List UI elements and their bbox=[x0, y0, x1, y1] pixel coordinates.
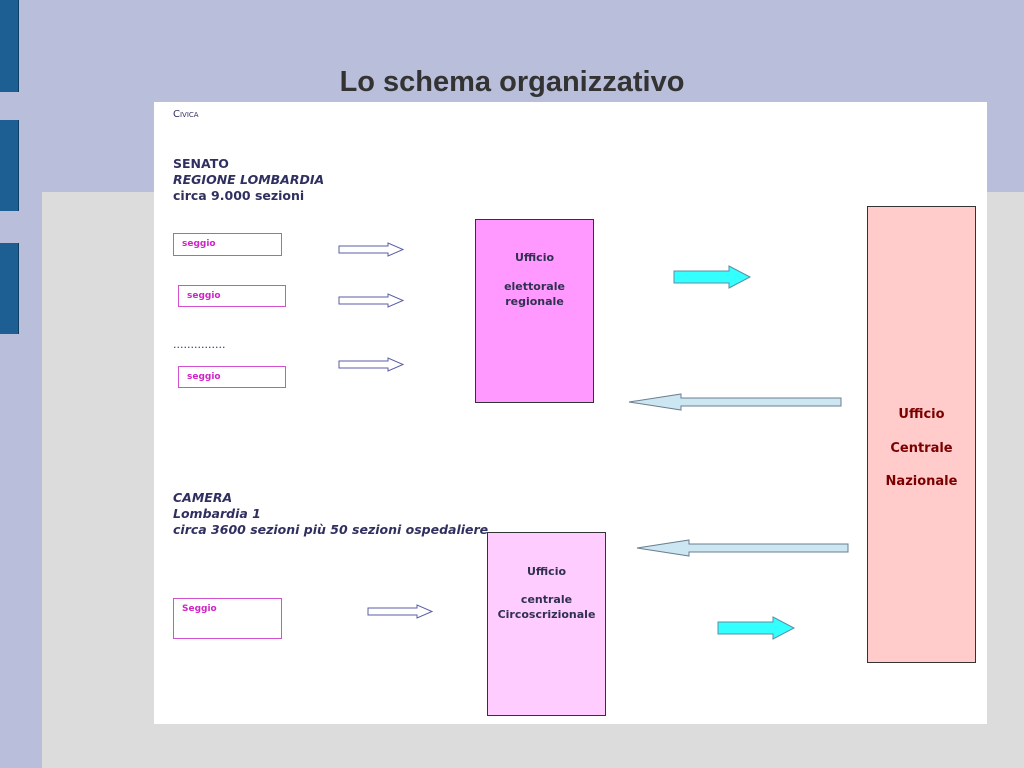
return-arrow-regional bbox=[628, 393, 842, 411]
regionale-line-2: elettorale bbox=[504, 280, 565, 293]
camera-title: CAMERA bbox=[173, 490, 233, 505]
camera-sections: circa 3600 sezioni più 50 sezioni ospeda… bbox=[173, 522, 489, 537]
outline-arrow-1 bbox=[338, 242, 405, 257]
camera-heading: CAMERA Lombardia 1 circa 3600 sezioni pi… bbox=[173, 490, 488, 538]
senato-title: SENATO bbox=[173, 156, 229, 171]
ufficio-centrale-circoscrizionale-box: Ufficio centrale Circoscrizionale bbox=[487, 532, 606, 716]
outline-arrow-3 bbox=[338, 357, 405, 372]
side-tab-1 bbox=[0, 0, 19, 92]
regionale-line-3: regionale bbox=[505, 295, 564, 308]
side-tab-2 bbox=[0, 120, 19, 211]
return-arrow-circ bbox=[636, 539, 849, 557]
nazionale-line-3: Nazionale bbox=[885, 474, 958, 489]
nazionale-line-2: Centrale bbox=[890, 441, 953, 456]
circ-line-2: centrale bbox=[520, 593, 573, 606]
circ-line-3: Circoscrizionale bbox=[497, 608, 596, 621]
forward-arrow-circ bbox=[717, 616, 796, 640]
senato-seggio-box-3: seggio bbox=[178, 366, 286, 388]
camera-seggio-box: Seggio bbox=[173, 598, 282, 639]
senato-seggio-box-2: seggio bbox=[178, 285, 286, 307]
ufficio-elettorale-regionale-box: Ufficio elettorale regionale bbox=[475, 219, 594, 403]
nazionale-line-1: Ufficio bbox=[898, 407, 945, 422]
regionale-line-1: Ufficio bbox=[514, 251, 555, 264]
slide-title: Lo schema organizzativo bbox=[339, 66, 685, 98]
side-tab-3 bbox=[0, 243, 19, 334]
circ-line-1: Ufficio bbox=[526, 565, 567, 578]
senato-region: REGIONE LOMBARDIA bbox=[173, 172, 325, 187]
senato-heading: SENATO REGIONE LOMBARDIA circa 9.000 sez… bbox=[173, 156, 324, 204]
outline-arrow-2 bbox=[338, 293, 405, 308]
senato-seggio-box-1: seggio bbox=[173, 233, 282, 256]
camera-district: Lombardia 1 bbox=[173, 506, 261, 521]
senato-sections: circa 9.000 sezioni bbox=[173, 188, 305, 203]
diagram-header-label: Civica bbox=[173, 109, 199, 120]
senato-ellipsis: ............... bbox=[173, 338, 226, 351]
outline-arrow-camera bbox=[367, 604, 434, 619]
ufficio-centrale-nazionale-box: Ufficio Centrale Nazionale bbox=[867, 206, 976, 663]
forward-arrow-regional bbox=[673, 265, 752, 289]
